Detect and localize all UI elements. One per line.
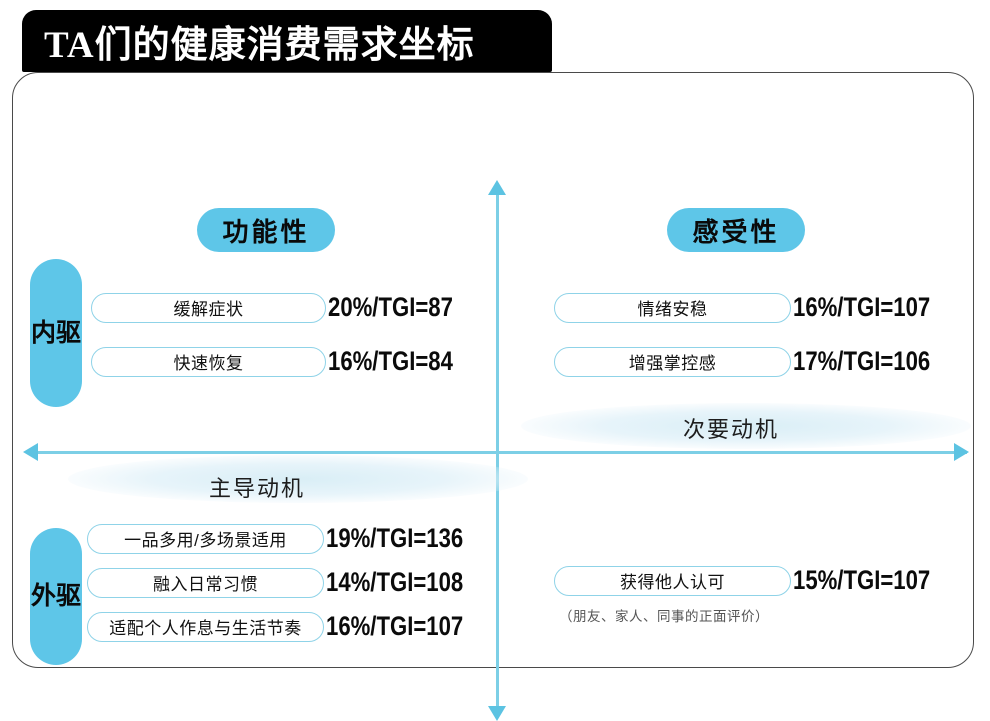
category-badge-functional: 功能性	[197, 208, 335, 252]
item-value: 20%/TGI=87	[328, 292, 453, 322]
item-row: 获得他人认可 15%/TGI=107	[554, 565, 960, 596]
item-value: 14%/TGI=108	[326, 567, 464, 597]
drive-pill-inner: 内驱	[30, 259, 82, 407]
vertical-axis	[496, 193, 499, 714]
item-note: （朋友、家人、同事的正面评价）	[559, 609, 769, 624]
item-row: 增强掌控感 17%/TGI=106	[554, 346, 960, 377]
item-label: 快速恢复	[91, 346, 326, 377]
infographic-card: 主导动机 次要动机 功能性 感受性 内驱 外驱 缓解症状 20%/TGI=87 …	[12, 72, 974, 721]
primary-motivation-blob	[68, 455, 528, 503]
item-label: 获得他人认可	[554, 565, 791, 596]
primary-motivation-label: 主导动机	[209, 476, 306, 501]
item-label: 情绪安稳	[554, 292, 791, 323]
item-value: 16%/TGI=84	[328, 346, 453, 376]
drive-inner-label: 内驱	[30, 318, 81, 347]
secondary-motivation-label: 次要动机	[683, 417, 780, 442]
drive-pill-outer: 外驱	[30, 528, 82, 665]
drive-outer-label: 外驱	[30, 582, 81, 611]
item-row: 快速恢复 16%/TGI=84	[91, 346, 480, 377]
item-value: 17%/TGI=106	[793, 346, 931, 376]
item-label: 缓解症状	[91, 292, 326, 323]
item-label: 融入日常习惯	[87, 567, 324, 598]
horizontal-axis	[35, 451, 967, 454]
item-value: 15%/TGI=107	[793, 565, 931, 595]
arrow-left-icon	[23, 443, 38, 461]
item-label: 一品多用/多场景适用	[87, 523, 324, 554]
arrow-up-icon	[488, 180, 506, 195]
arrow-down-icon	[488, 706, 506, 721]
item-value: 16%/TGI=107	[326, 611, 464, 641]
item-row: 一品多用/多场景适用 19%/TGI=136	[87, 523, 493, 554]
arrow-right-icon	[954, 443, 969, 461]
item-row: 适配个人作息与生活节奏 16%/TGI=107	[87, 611, 493, 642]
item-row: 缓解症状 20%/TGI=87	[91, 292, 480, 323]
item-value: 16%/TGI=107	[793, 292, 931, 322]
secondary-motivation-blob	[521, 403, 971, 449]
page-title: TA们的健康消费需求坐标	[44, 25, 475, 66]
item-label: 增强掌控感	[554, 346, 791, 377]
item-row: 融入日常习惯 14%/TGI=108	[87, 567, 493, 598]
item-value: 19%/TGI=136	[326, 523, 464, 553]
title-banner: TA们的健康消费需求坐标	[22, 10, 552, 72]
item-label: 适配个人作息与生活节奏	[87, 611, 324, 642]
item-row: 情绪安稳 16%/TGI=107	[554, 292, 960, 323]
category-badge-emotional: 感受性	[667, 208, 805, 252]
